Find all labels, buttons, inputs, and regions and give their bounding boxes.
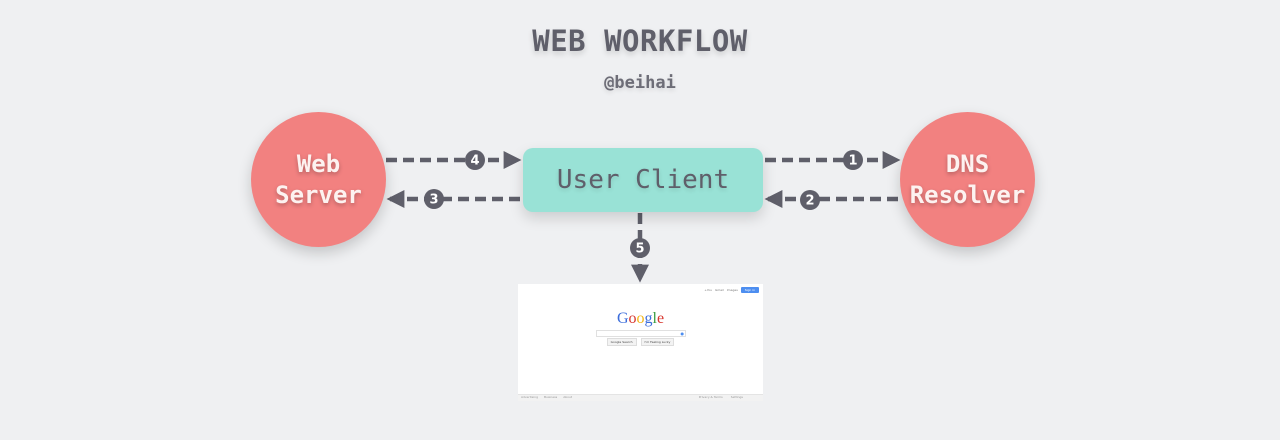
footer-link: Settings bbox=[730, 395, 743, 399]
top-link: +You bbox=[704, 288, 713, 292]
footer-link: Advertising bbox=[521, 395, 538, 399]
step-badge-2: 2 bbox=[800, 190, 820, 210]
dns-resolver-label-line-2: Resolver bbox=[909, 180, 1026, 209]
user-client-node: User Client bbox=[523, 148, 763, 212]
search-buttons: Google Search I'm Feeling Lucky bbox=[518, 338, 763, 346]
browser-page-thumbnail: +You Gmail Images Sign in Google ● Googl… bbox=[518, 284, 763, 401]
step-badge-3: 3 bbox=[424, 189, 444, 209]
web-server-label-line-1: Web bbox=[296, 149, 341, 178]
step-badge-5: 5 bbox=[630, 238, 650, 258]
top-link: Images bbox=[726, 288, 738, 292]
step-number-5: 5 bbox=[635, 242, 644, 257]
web-server-node: Web Server bbox=[251, 112, 386, 247]
step-badge-1: 1 bbox=[843, 150, 863, 170]
google-logo: Google bbox=[518, 310, 763, 328]
search-button: Google Search bbox=[606, 338, 637, 346]
diagram-author: @beihai bbox=[604, 73, 676, 93]
top-link: Gmail bbox=[715, 288, 724, 292]
sign-in-button: Sign in bbox=[740, 287, 759, 293]
user-client-label: User Client bbox=[556, 165, 730, 195]
microphone-icon: ● bbox=[680, 331, 685, 336]
step-badge-4: 4 bbox=[465, 150, 485, 170]
logo-letter: g bbox=[644, 310, 653, 327]
step-number-2: 2 bbox=[805, 194, 814, 209]
step-number-3: 3 bbox=[429, 193, 438, 208]
search-input: ● bbox=[596, 330, 686, 337]
web-server-label-line-2: Server bbox=[275, 180, 362, 209]
lucky-button: I'm Feeling Lucky bbox=[640, 338, 675, 346]
logo-letter: l bbox=[652, 310, 657, 327]
logo-letter: o bbox=[628, 310, 637, 327]
step-number-4: 4 bbox=[470, 154, 479, 169]
footer-link: About bbox=[563, 395, 573, 399]
dns-resolver-node: DNS Resolver bbox=[900, 112, 1035, 247]
logo-letter: o bbox=[636, 310, 645, 327]
step-number-1: 1 bbox=[848, 154, 857, 169]
diagram-title: WEB WORKFLOW bbox=[532, 24, 748, 58]
dns-resolver-label-line-1: DNS bbox=[945, 149, 990, 178]
browser-top-bar: +You Gmail Images Sign in bbox=[704, 287, 759, 293]
logo-letter: e bbox=[656, 310, 665, 327]
footer-link: Privacy & Terms bbox=[698, 395, 723, 399]
logo-letter: G bbox=[616, 310, 629, 327]
footer-link: Business bbox=[543, 395, 558, 399]
browser-footer: Advertising Business About Privacy & Ter… bbox=[518, 394, 763, 401]
